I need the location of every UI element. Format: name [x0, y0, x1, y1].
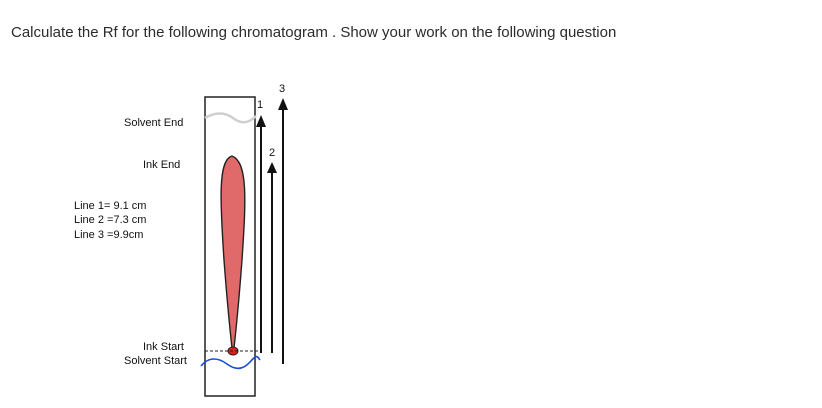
measurement-line-1: Line 1= 9.1 cm [74, 200, 146, 212]
solvent-start-wave [200, 355, 261, 370]
ink-end-label: Ink End [143, 159, 180, 171]
arrow-1-number: 1 [257, 99, 263, 111]
arrow-1-head [256, 115, 266, 127]
solvent-end-label: Solvent End [124, 117, 183, 129]
arrow-2-number: 2 [269, 147, 275, 159]
arrow-2-head [267, 162, 277, 173]
arrow-3-head [278, 98, 288, 110]
measurement-line-3: Line 3 =9.9cm [74, 229, 143, 241]
question-text: Calculate the Rf for the following chrom… [11, 24, 617, 41]
arrow-3-number: 3 [279, 83, 285, 95]
ink-start-label: Ink Start [143, 341, 184, 353]
solvent-start-label: Solvent Start [124, 355, 187, 367]
measurement-line-2: Line 2 =7.3 cm [74, 214, 146, 226]
solvent-end-wave [204, 112, 257, 124]
